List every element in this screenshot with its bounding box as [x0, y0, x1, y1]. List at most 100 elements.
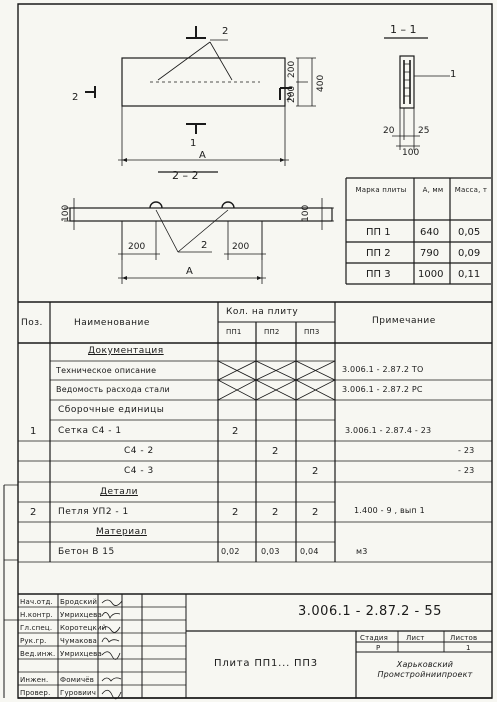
spec-row-loop-pos: 2	[30, 507, 37, 518]
sig-role-3: Гл.спец.	[20, 624, 53, 632]
grade-row-1-a: 640	[420, 227, 440, 238]
spec-header-name: Наименование	[74, 318, 150, 328]
spec-row-tech-desc-note: 3.006.1 - 2.87.2 ТО	[342, 365, 424, 374]
spec-row-c41-note: 3.006.1 - 2.87.4 - 23	[345, 426, 432, 435]
sig-role-4: Рук.гр.	[20, 637, 47, 645]
plan-section-2-right-label: 2	[286, 92, 293, 103]
stage-label: Стадия	[360, 634, 389, 642]
signature-mark-3	[101, 626, 121, 633]
section-1-dim-25: 25	[418, 126, 430, 136]
grade-header-mark: Марка плиты	[355, 186, 407, 194]
sheet-label: Лист	[406, 634, 425, 642]
spec-header-note: Примечание	[372, 316, 436, 326]
spec-row-concrete-name: Бетон В 15	[58, 547, 115, 557]
plan-callout-2: 2	[222, 26, 229, 37]
sig-name-8: Гуровиич	[60, 689, 97, 697]
grade-row-1-mass: 0,05	[458, 227, 481, 238]
spec-header-qty: Кол. на плиту	[226, 307, 299, 317]
spec-row-details-heading: Детали	[100, 487, 138, 497]
signature-mark-2	[101, 612, 121, 619]
spec-row-c41-pos: 1	[30, 426, 37, 437]
grade-row-2-mark: ПП 2	[366, 248, 391, 259]
sig-name-5: Умрихцева	[60, 650, 102, 658]
spec-row-concrete-note: м3	[356, 547, 368, 556]
section-2-callout-2: 2	[201, 240, 208, 251]
spec-header-qty-pp3: ПП3	[304, 328, 320, 336]
section-1-dim-20: 20	[383, 126, 395, 136]
grade-row-3-a: 1000	[418, 269, 444, 280]
sig-name-7: Фомичёв	[60, 676, 95, 684]
plan-slab-outline	[121, 57, 286, 107]
spec-row-material-heading: Материал	[96, 527, 147, 537]
spec-row-steel-name: Ведомость расхода стали	[56, 385, 170, 394]
plan-section-2-left-label: 2	[72, 92, 79, 103]
spec-row-loop-note: 1.400 - 9 , вып 1	[354, 506, 425, 515]
plan-dim-a: A	[199, 150, 206, 161]
spec-row-loop-q2: 2	[272, 507, 279, 518]
grade-row-2-a: 790	[420, 248, 440, 259]
grade-row-3-mass: 0,11	[458, 269, 481, 280]
grade-row-2-mass: 0,09	[458, 248, 481, 259]
spec-row-c41-name: Сетка С4 - 1	[58, 426, 122, 436]
grade-row-1-mark: ПП 1	[366, 227, 391, 238]
doc-title: Плита ПП1... ПП3	[214, 658, 318, 669]
grade-header-mass: Масса, т	[454, 186, 488, 194]
section-2-dim-200-right: 200	[232, 242, 250, 252]
sheets-label: Листов	[450, 634, 478, 642]
spec-row-tech-desc-name: Техническое описание	[56, 366, 157, 375]
organization-stamp: Харьковский Промстройниипроект	[377, 660, 473, 679]
section-2-dim-a: A	[186, 266, 193, 277]
section-1-profile	[399, 55, 415, 109]
section-2-slab	[69, 207, 333, 222]
spec-header-qty-pp1: ПП1	[226, 328, 242, 336]
sig-role-8: Провер.	[20, 689, 51, 697]
spec-row-assemblies-heading: Сборочные единицы	[58, 405, 165, 415]
signature-mark-1	[101, 599, 123, 606]
signature-mark-5	[101, 651, 121, 660]
section-2-dim-200-left: 200	[128, 242, 146, 252]
spec-row-concrete-q3: 0,04	[300, 547, 319, 556]
spec-grid-rows	[18, 360, 492, 563]
section-2-title: 2 – 2	[172, 169, 199, 182]
signature-mark-8	[101, 689, 122, 700]
spec-row-c43-name: С4 - 3	[124, 466, 154, 476]
stage-value: Р	[376, 644, 381, 652]
doc-code: 3.006.1 - 2.87.2 - 55	[298, 604, 442, 619]
signature-mark-7	[101, 677, 122, 682]
sig-role-2: Н.контр.	[20, 611, 53, 619]
spec-row-loop-q1: 2	[232, 507, 239, 518]
spec-row-loop-name: Петля УП2 - 1	[58, 507, 129, 517]
sig-role-7: Инжен.	[20, 676, 49, 684]
grade-table-grid	[345, 177, 491, 285]
spec-row-steel-note: 3.006.1 - 2.87.2 РС	[342, 385, 423, 394]
plan-section-1-label: 1	[190, 138, 197, 149]
sig-name-4: Чумакова	[60, 637, 98, 645]
sig-name-2: Умрихцева	[60, 611, 102, 619]
spec-row-loop-q3: 2	[312, 507, 319, 518]
section-1-title: 1 – 1	[390, 23, 417, 36]
spec-grid-vertical	[49, 302, 336, 562]
sheets-value: 1	[466, 644, 471, 652]
spec-row-concrete-q2: 0,03	[261, 547, 280, 556]
sig-name-1: Бродский	[60, 598, 98, 606]
spec-row-c42-note: - 23	[458, 446, 475, 455]
spec-row-c42-name: С4 - 2	[124, 446, 154, 456]
section-1-dim-100: 100	[402, 148, 420, 158]
spec-row-c43-q3: 2	[312, 466, 319, 477]
grade-row-3-mark: ПП 3	[366, 269, 391, 280]
spec-row-c42-q2: 2	[272, 446, 279, 457]
spec-header-pos: Поз.	[21, 318, 43, 328]
signature-mark-4	[101, 637, 120, 643]
grade-header-a: А, мм	[422, 186, 444, 194]
spec-grid-heavy	[18, 301, 492, 344]
sig-role-1: Нач.отд.	[20, 598, 53, 606]
spec-row-concrete-q1: 0,02	[221, 547, 240, 556]
section-1-callout-1: 1	[450, 69, 457, 80]
sig-role-5: Вед.инж.	[20, 650, 56, 658]
spec-row-c41-q1: 2	[232, 426, 239, 437]
sig-name-3: Коротецкий	[60, 624, 107, 632]
spec-row-docs-heading: Документация	[88, 346, 164, 356]
spec-row-c43-note: - 23	[458, 466, 475, 475]
